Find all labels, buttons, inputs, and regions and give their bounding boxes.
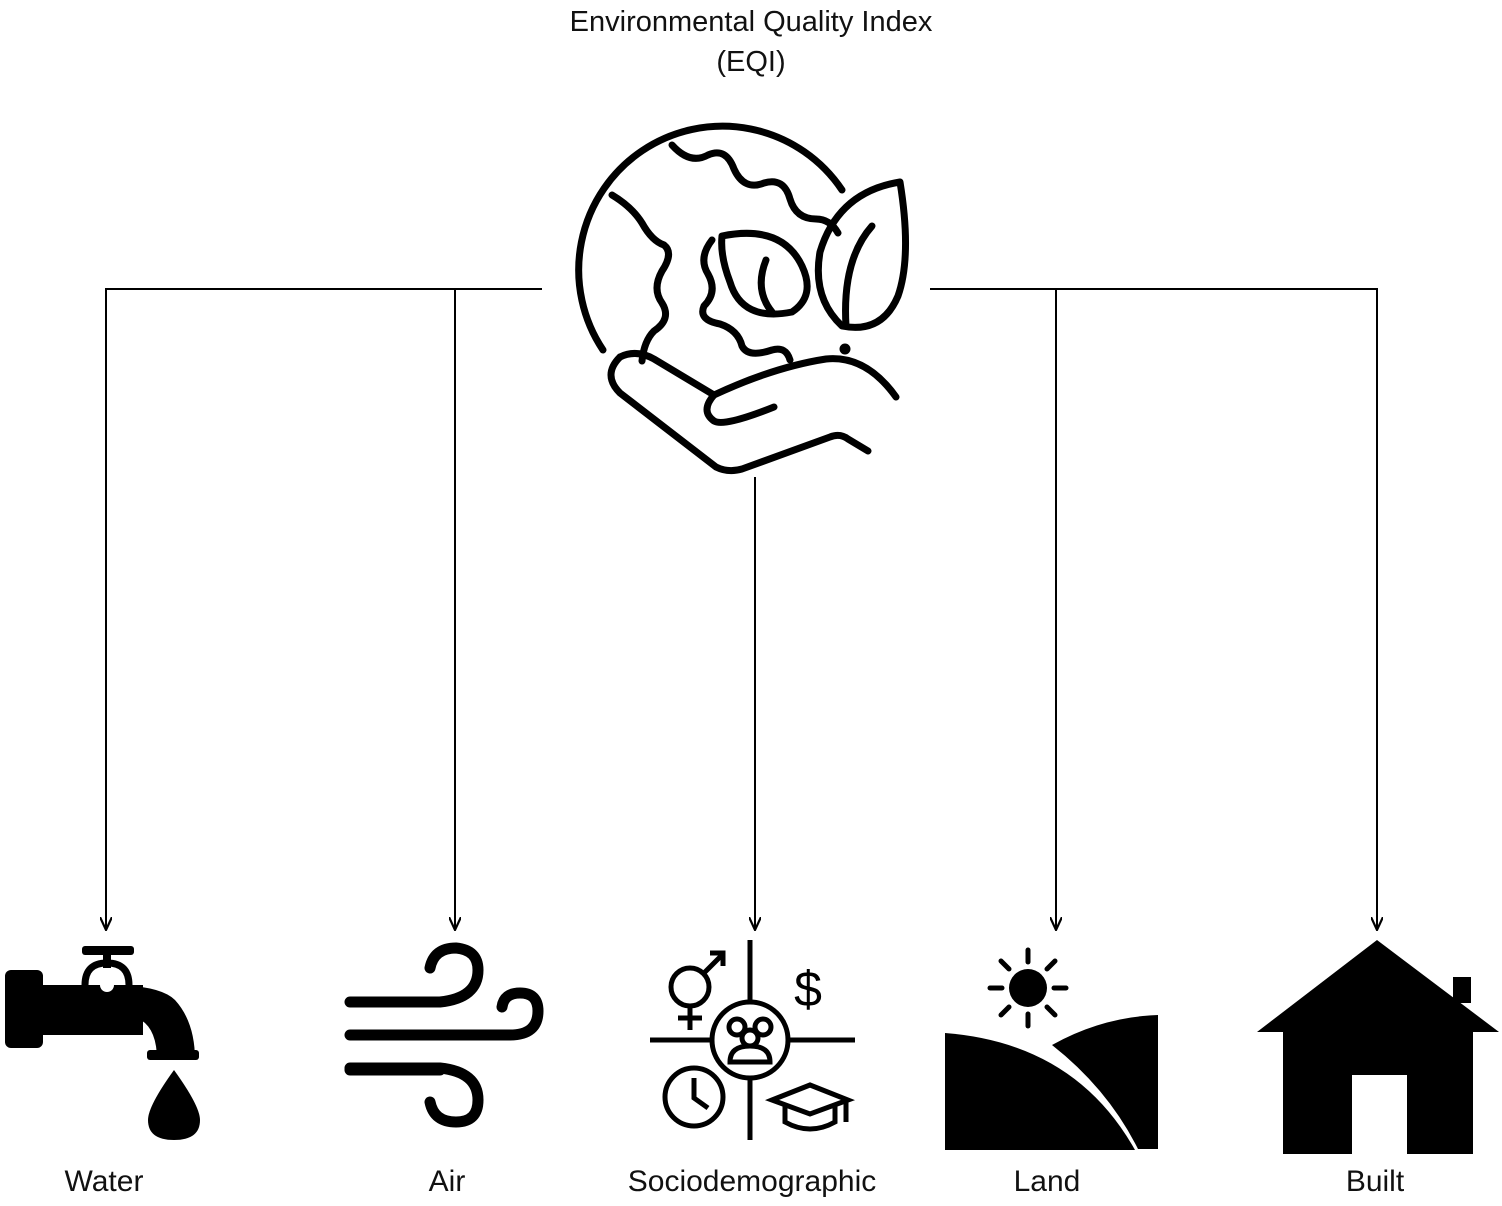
earth-in-hand-with-leaves-icon <box>575 122 910 475</box>
sociodemographic-icon: $ <box>650 940 856 1140</box>
house-icon <box>1257 940 1499 1154</box>
land-sun-hills-icon <box>945 947 1158 1150</box>
category-label-built: Built <box>1345 1165 1405 1198</box>
connectors <box>106 288 1377 930</box>
diagram-title: Environmental Quality Index (EQI) <box>451 2 1051 82</box>
wind-icon <box>344 942 544 1128</box>
water-faucet-icon <box>5 946 200 1140</box>
connector-water <box>106 288 542 930</box>
category-label-air: Air <box>428 1165 466 1198</box>
diagram-title-line-2: (EQI) <box>716 46 786 78</box>
svg-text:$: $ <box>794 961 822 1017</box>
category-label-water: Water <box>64 1165 144 1198</box>
connector-land-built <box>930 288 1377 930</box>
category-label-land: Land <box>1013 1165 1081 1198</box>
category-label-sociodemographic: Sociodemographic <box>627 1165 877 1198</box>
diagram-title-line-1: Environmental Quality Index <box>569 6 933 38</box>
